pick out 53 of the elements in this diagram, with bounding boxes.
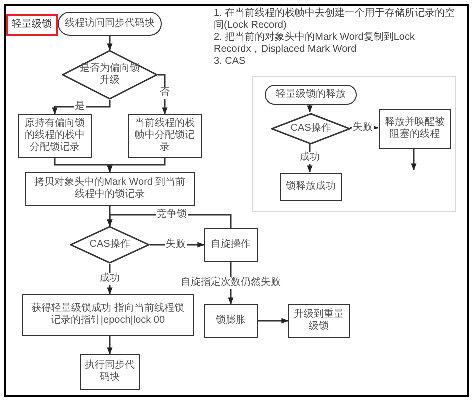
box-label: 自旋操作 — [211, 239, 251, 251]
process-box — [204, 228, 258, 262]
box-label: 升级到重量级锁 — [293, 309, 345, 333]
box-label: CAS操作 — [290, 123, 332, 135]
box-label: 锁膨胀 — [216, 315, 246, 327]
box-label: 拷贝对象头中的Mark Word 到当前线程中的锁记录 — [33, 177, 187, 201]
box-label: 执行同步代码块 — [85, 360, 135, 384]
box-label: 原持有偏向锁的线程的栈中分配锁记录 — [24, 118, 86, 154]
box-label: 获得轻量级锁成功 指向当前线程锁记录的指针|epoch|lock 00 — [30, 303, 186, 327]
process-box — [379, 109, 451, 149]
arrow — [411, 148, 417, 171]
box-label: 轻量级锁的释放 — [276, 89, 346, 101]
arrow — [107, 264, 113, 295]
box-label: 线程访问同步代码块 — [65, 18, 155, 30]
decision-diamond — [271, 113, 351, 145]
arrow — [52, 100, 111, 115]
box-label: 轻量级锁 — [12, 19, 52, 31]
process-box — [25, 172, 195, 206]
selection-frame — [252, 76, 456, 212]
tag-box — [6, 14, 58, 36]
edge-label: 成功 — [99, 273, 121, 285]
note-text: 3. CAS — [214, 56, 247, 68]
process-box — [80, 354, 140, 390]
process-box — [22, 294, 194, 336]
arrow — [258, 318, 289, 324]
box-label: 当前线程的栈帧中分配锁记录 — [134, 118, 196, 154]
edge-label: 是 — [74, 101, 86, 113]
box-label: 锁释放成功 — [286, 181, 336, 193]
box-label: 是否为偏向锁升级 — [78, 63, 141, 87]
decision-diamond — [70, 226, 150, 264]
arrow — [307, 144, 313, 173]
note-text: 1. 在当前线程的栈帧中去创建一个用于存储所记录的空间(Lock Record) — [214, 8, 456, 32]
box-label: 释放并唤醒被阻塞的线程 — [384, 117, 446, 141]
edge-label: 失败 — [352, 122, 374, 134]
edge-label: 否 — [159, 87, 171, 99]
process-box — [204, 304, 258, 338]
terminal-box — [265, 85, 357, 105]
edge-label: 失败 — [165, 239, 187, 251]
arrow — [307, 104, 313, 113]
arrow — [107, 36, 113, 51]
decision-diamond — [62, 50, 158, 100]
terminal-box — [58, 12, 162, 36]
process-box — [128, 114, 202, 158]
edge-label: 自旋指定次数仍然失败 — [180, 277, 282, 289]
process-box — [280, 173, 342, 201]
box-label: CAS操作 — [90, 239, 130, 251]
arrow — [107, 158, 166, 173]
process-box — [288, 304, 350, 338]
note-text: 2. 把当前的对象头中的Mark Word复制到Lock Recordx，Displaced Mark Word — [214, 32, 416, 56]
arrow — [107, 336, 113, 355]
process-box — [18, 114, 92, 158]
edge-label: 竞争锁 — [156, 209, 188, 221]
edge-label: 成功 — [299, 152, 321, 164]
